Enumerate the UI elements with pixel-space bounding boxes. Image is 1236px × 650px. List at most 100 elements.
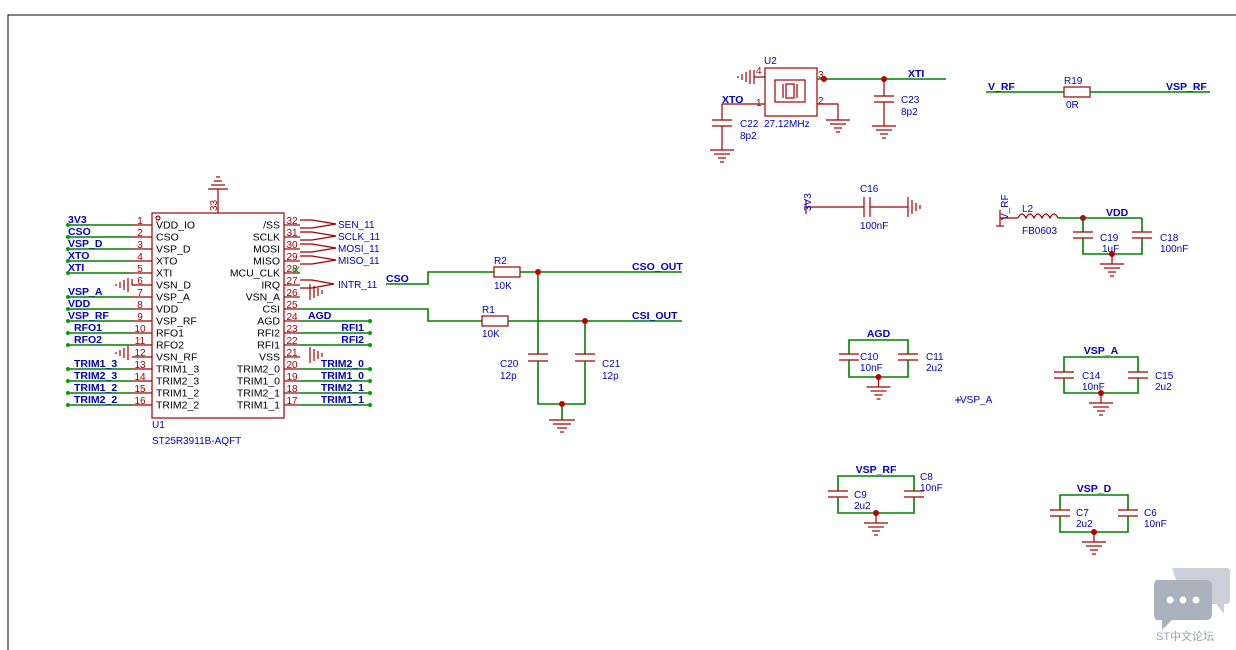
pin-name: VSP_RF [156, 316, 197, 328]
pin-number: 5 [137, 264, 143, 275]
pin-number: 22 [286, 336, 298, 347]
pin-name: RFO2 [156, 340, 184, 352]
ic-part: ST25R3911B-AQFT [152, 436, 241, 447]
ground-symbol [115, 346, 129, 360]
net-endpoint [66, 391, 70, 395]
net-endpoint [368, 367, 372, 371]
pin-name: TRIM2_2 [156, 400, 199, 412]
ic-ref: U1 [152, 420, 165, 431]
port-mosi: MOSI_11 [338, 244, 380, 255]
net-endpoint [66, 235, 70, 239]
ground-symbol [309, 347, 323, 363]
pin-name: RFI1 [257, 340, 280, 352]
pin-name: MCU_CLK [230, 268, 280, 280]
pin-number: 19 [286, 372, 298, 383]
net-label: TRIM2_3 [74, 370, 117, 382]
c19-ref: C19 [1100, 233, 1119, 244]
pin-number: 17 [286, 396, 298, 407]
net-xti-osc: XTI [908, 68, 924, 80]
sheet-border [7, 14, 1236, 650]
pin-name: SCLK [253, 232, 280, 244]
vdd-filter[interactable]: V_RF L2 FB0603 VDD C19 1uF C18 100nF [996, 194, 1188, 277]
c18-ref: C18 [1160, 233, 1179, 244]
net-label: TRIM1_3 [74, 358, 117, 370]
net-vsp-rf: VSP_RF [1166, 81, 1207, 93]
cap-value: 2u2 [926, 363, 943, 374]
resistor-r19[interactable]: V_RF VSP_RF R19 0R [986, 76, 1210, 111]
pin-name: XTO [156, 256, 177, 268]
l2-value: FB0603 [1022, 226, 1057, 237]
net-label: VSP_RF [856, 464, 897, 476]
u2-pin: 1 [756, 98, 762, 109]
c16-net: 3V3 [803, 193, 814, 211]
l2-ref: L2 [1022, 204, 1034, 215]
net-label: TRIM1_2 [74, 382, 117, 394]
c18-value: 100nF [1160, 244, 1188, 255]
net-cso: CSO [386, 273, 409, 285]
pin-name: TRIM1_1 [237, 400, 280, 412]
vsp-a-marker: VSP_A [955, 395, 993, 406]
c23-value: 8p2 [901, 107, 918, 118]
pin-number: 16 [134, 396, 146, 407]
net-label: RFO2 [74, 334, 102, 346]
cap-ref: C6 [1144, 508, 1157, 519]
c20-value: 12p [500, 371, 517, 382]
pin-number: 27 [286, 276, 298, 287]
cap-value: 10nF [860, 363, 883, 374]
pin-name: VDD_IO [156, 220, 195, 232]
pin-number: 15 [134, 384, 146, 395]
filter-network[interactable]: CSO R2 10K CSO_OUT R1 10K CSI_OUT C20 12… [300, 256, 683, 433]
capacitor-c16[interactable]: 3V3 C16 100nF [803, 184, 921, 232]
pin-name: TRIM2_0 [237, 364, 280, 376]
cap-value: 10nF [1082, 382, 1105, 393]
net-endpoint [66, 343, 70, 347]
pin-name: AGD [257, 316, 280, 328]
chat-bubble-icon [1154, 568, 1230, 630]
c19-value: 1uF [1102, 244, 1119, 255]
pin-name: VSN_D [156, 280, 191, 292]
pin-name: VDD [156, 304, 179, 316]
pin-number: 3 [137, 240, 143, 251]
pin-number: 29 [286, 252, 298, 263]
pin-number: 24 [286, 312, 298, 323]
pin-number: 31 [286, 228, 298, 239]
net-endpoint [66, 271, 70, 275]
cap-ref: C9 [854, 490, 867, 501]
pin-number: 13 [134, 360, 146, 371]
pin-name: /SS [263, 220, 280, 232]
net-label: XTO [68, 250, 89, 262]
cap-ref: C14 [1082, 371, 1101, 382]
pin-name: VSN_RF [156, 352, 197, 364]
net-endpoint [368, 379, 372, 383]
cap-ref: C11 [926, 352, 944, 363]
oscillator-u2[interactable]: U2 27.12MHz 4 1 3 2 XTI C23 8p2 XTO C22 … [710, 56, 946, 163]
net-xto-osc: XTO [722, 94, 743, 106]
port-intr: INTR_11 [338, 280, 378, 291]
net-cso-out: CSO_OUT [632, 261, 683, 273]
net-endpoint [66, 367, 70, 371]
cap-value: 10nF [920, 483, 943, 494]
net-endpoint [66, 307, 70, 311]
net-label: VSP_D [1077, 483, 1112, 495]
net-label: 3V3 [68, 214, 87, 226]
cap-value: 2u2 [1076, 519, 1093, 530]
pin-name: TRIM1_3 [156, 364, 199, 376]
pin-number: 30 [286, 240, 298, 251]
net-label: AGD [867, 328, 891, 340]
pin-number: 12 [134, 348, 146, 359]
net-label: RFI2 [341, 334, 364, 346]
net-label: VSP_RF [68, 310, 109, 322]
net-endpoint [368, 319, 372, 323]
c22-ref: C22 [740, 119, 759, 130]
pin-name: VSP_D [156, 244, 191, 256]
pin-number: 8 [137, 300, 143, 311]
pin-name: XTI [156, 268, 172, 280]
pin-number: 6 [137, 276, 143, 287]
no-connect-mark [292, 266, 300, 274]
cap-value: 2u2 [854, 501, 871, 512]
